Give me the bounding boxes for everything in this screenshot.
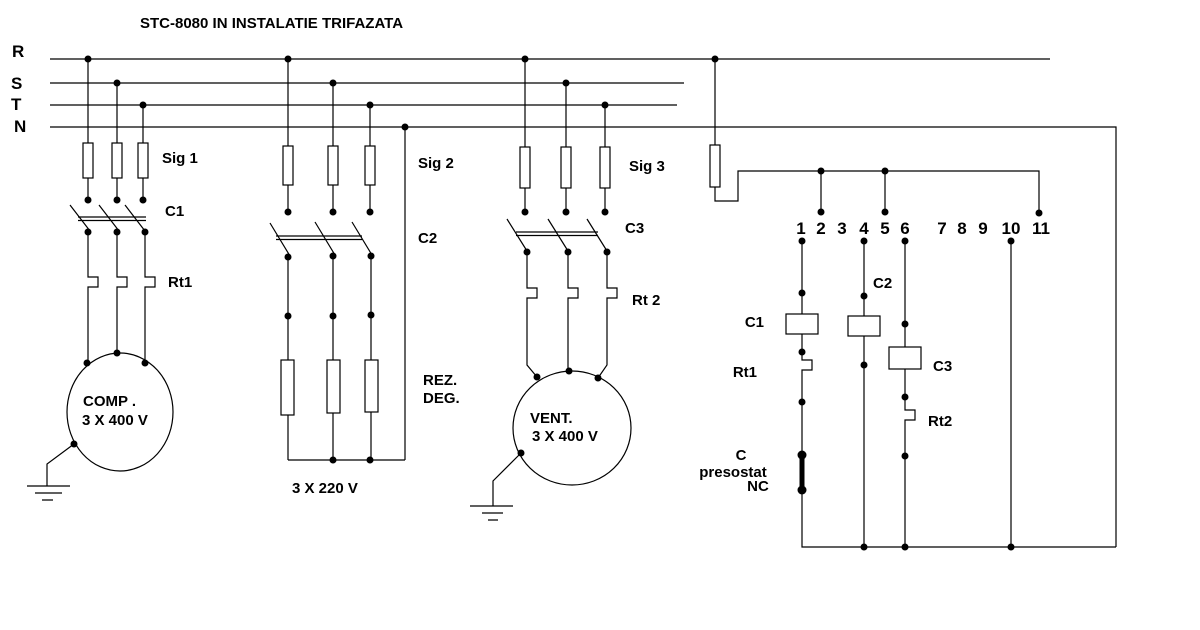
terminal-label-10: 10 — [1002, 219, 1021, 238]
thermal-relay-rt1-label: Rt1 — [168, 274, 192, 291]
control-circuit: 1 2 3 4 5 6 7 8 9 10 11 C1 Rt1 C2 C3 Rt2… — [699, 59, 1116, 548]
terminal-label-5: 5 — [880, 219, 889, 238]
contactor-linkage-bar — [78, 216, 146, 222]
control-supply-bus — [714, 59, 1040, 213]
rail-label-S: S — [11, 74, 22, 93]
fuse-icon — [327, 145, 339, 186]
defrost-voltage-label: 3 X 220 V — [292, 480, 358, 497]
resistor-icon — [326, 359, 341, 414]
relay-rt1-contact-label: Rt1 — [733, 364, 757, 381]
thermal-relay-rt1-and-motor-wires — [87, 232, 156, 363]
neutral-return-wires — [287, 127, 406, 461]
terminal-label-1: 1 — [796, 219, 805, 238]
coil-c1-label: C1 — [745, 314, 764, 331]
terminal-label-7: 7 — [937, 219, 946, 238]
terminal-label-2: 2 — [816, 219, 825, 238]
contactor-linkage-bar — [276, 235, 362, 241]
thermal-relay-rt2-and-motor-wires — [526, 252, 618, 379]
relay-rt2-contact-label: Rt2 — [928, 413, 952, 430]
coil-c2-icon — [847, 315, 881, 337]
coil-c1-icon — [785, 313, 819, 335]
fuse-sig2-label: Sig 2 — [418, 155, 454, 172]
fuse-sig1 — [82, 142, 149, 179]
branch-defrost-resistors: Sig 2 C2 REZ. DEG. 3 X 220 V — [269, 59, 460, 497]
motor-fan-voltage: 3 X 400 V — [532, 428, 598, 445]
terminal-label-11: 11 — [1032, 219, 1050, 238]
ground-icon — [27, 443, 75, 501]
fuse-sig2 — [282, 145, 376, 186]
motor-compressor-name: COMP . — [83, 393, 136, 410]
motor-fan-name: VENT. — [530, 410, 573, 427]
diagram-title: STC-8080 IN INSTALATIE TRIFAZATA — [140, 15, 403, 32]
control-column-1-wire — [801, 241, 1116, 548]
fuse-icon — [111, 142, 123, 179]
coil-c3-label: C3 — [933, 358, 952, 375]
rail-label-R: R — [12, 42, 24, 61]
branch3-feeder-wires — [524, 59, 606, 212]
fuse-icon — [364, 145, 376, 186]
resistor-feed-wires — [287, 256, 372, 360]
control-column-6-wire — [904, 241, 916, 547]
fuse-sig3-label: Sig 3 — [629, 158, 665, 175]
terminal-label-8: 8 — [957, 219, 966, 238]
resistor-icon — [280, 359, 295, 416]
thermal-relay-rt2-label: Rt 2 — [632, 292, 660, 309]
fuse-icon — [282, 145, 294, 186]
terminal-label-4: 4 — [859, 219, 869, 238]
contactor-c1-label: C1 — [165, 203, 184, 220]
junction-dots — [70, 55, 1043, 551]
coil-c2-label: C2 — [873, 275, 892, 292]
pressostat-label-line1: C — [736, 447, 747, 464]
branch-compressor: Sig 1 C1 Rt1 COMP . 3 X 400 V — [27, 59, 198, 501]
ground-icon — [470, 452, 522, 521]
rail-label-T: T — [11, 95, 22, 114]
terminal-label-3: 3 — [837, 219, 846, 238]
fuse-icon — [519, 146, 531, 189]
contactor-c3 — [506, 218, 608, 252]
fuse-icon — [599, 146, 611, 189]
pressostat-label-line2: presostat — [699, 464, 767, 481]
rail-label-N: N — [14, 117, 26, 136]
terminal-strip: 1 2 3 4 5 6 7 8 9 10 11 — [796, 219, 1050, 238]
resistor-icon — [364, 359, 379, 413]
branch-fan: Sig 3 C3 Rt 2 VENT. 3 X 400 V — [470, 59, 665, 521]
contactor-c2 — [269, 221, 373, 257]
coil-c3-icon — [888, 346, 922, 370]
branch1-feeder-wires — [87, 59, 144, 200]
contactor-c2-label: C2 — [418, 230, 437, 247]
defrost-load-label-line1: REZ. — [423, 372, 457, 389]
contactor-c1 — [69, 204, 146, 232]
fuse-icon — [82, 142, 94, 179]
defrost-load-label-line2: DEG. — [423, 390, 460, 407]
pressostat-label-line3: NC — [747, 478, 769, 495]
fuse-sig3 — [519, 146, 611, 189]
fuse-icon — [137, 142, 149, 179]
defrost-resistors — [280, 359, 379, 416]
contactor-c3-label: C3 — [625, 220, 644, 237]
fuse-sig1-label: Sig 1 — [162, 150, 198, 167]
terminal-label-6: 6 — [900, 219, 909, 238]
contactor-linkage-bar — [516, 231, 598, 237]
terminal-label-9: 9 — [978, 219, 987, 238]
branch2-feeder-wires — [287, 59, 371, 212]
fuse-icon — [560, 146, 572, 189]
contactor-blades — [69, 204, 146, 232]
control-fuse-icon — [709, 144, 721, 188]
motor-compressor-voltage: 3 X 400 V — [82, 412, 148, 429]
